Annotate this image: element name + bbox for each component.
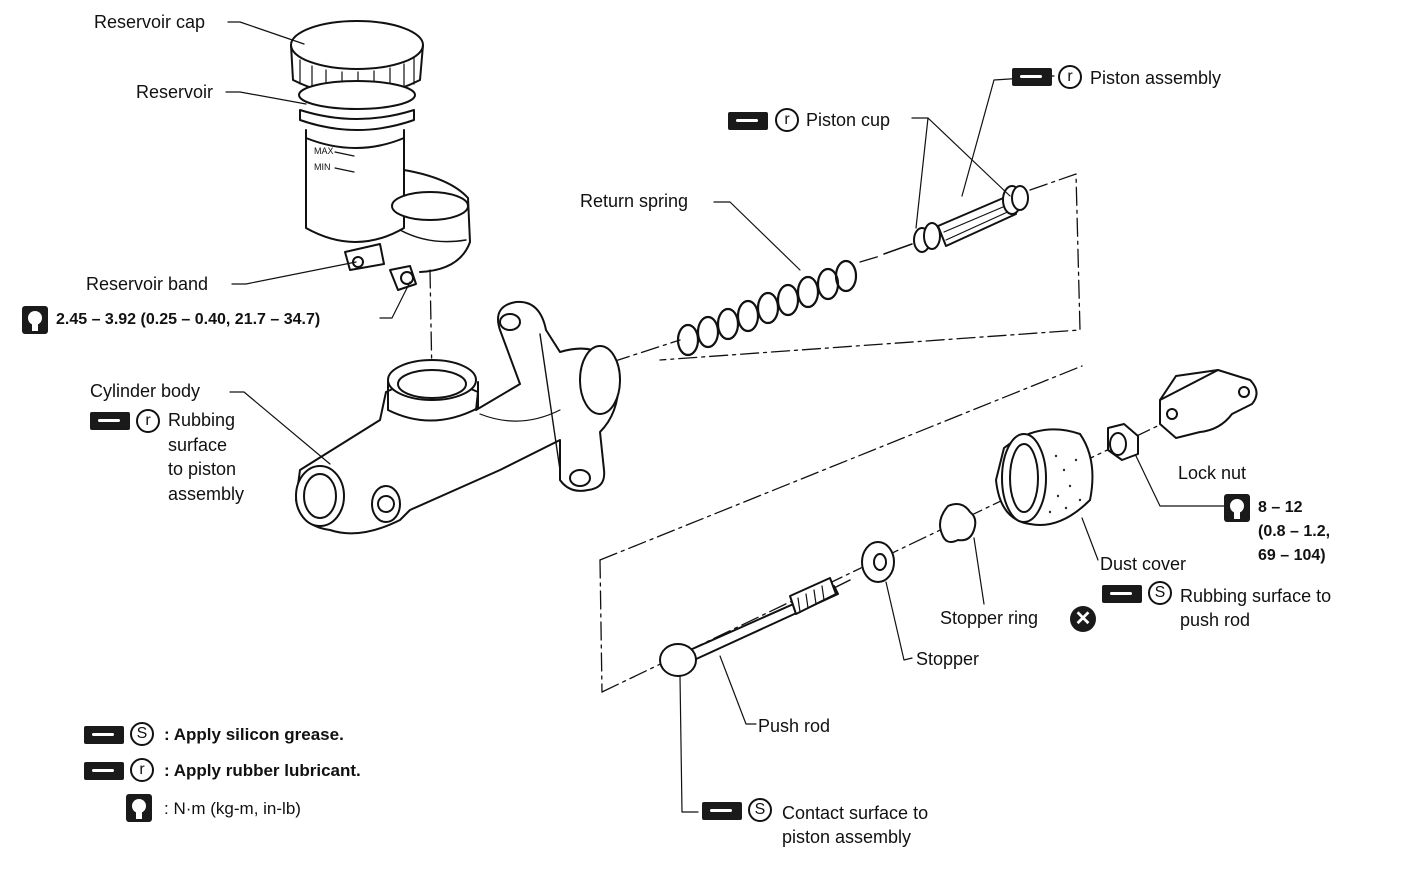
torque-wrench-icon bbox=[126, 794, 152, 822]
replace-part-icon: ✕ bbox=[1070, 606, 1096, 632]
label-cylinder-rubbing: Rubbing surface to piston assembly bbox=[168, 410, 245, 504]
label-push-rod-rubbing: Rubbing surface to push rod bbox=[1180, 586, 1332, 630]
grease-gun-icon bbox=[702, 802, 742, 820]
label-min-mark: MIN bbox=[314, 162, 331, 172]
grease-gun-icon bbox=[1102, 585, 1142, 603]
rubber-lubricant-icon: r bbox=[136, 409, 160, 433]
grease-gun-icon bbox=[90, 412, 130, 430]
silicon-grease-icon: S bbox=[748, 798, 772, 822]
label-cylinder-body: Cylinder body bbox=[90, 381, 201, 401]
reservoir bbox=[299, 109, 471, 291]
reservoir-cap bbox=[290, 20, 424, 110]
label-return-spring: Return spring bbox=[580, 191, 689, 211]
cylinder-body bbox=[295, 300, 621, 535]
label-push-rod: Push rod bbox=[758, 716, 831, 736]
leader-lines bbox=[225, 21, 1225, 813]
torque-wrench-icon bbox=[22, 306, 48, 334]
legend-rubber: : Apply rubber lubricant. bbox=[164, 761, 361, 780]
return-spring bbox=[676, 259, 858, 357]
clevis bbox=[1159, 369, 1258, 439]
label-piston-cup: Piston cup bbox=[806, 110, 891, 130]
label-stopper: Stopper bbox=[916, 649, 980, 669]
grease-gun-icon bbox=[1012, 68, 1052, 86]
legend-torque: : N·m (kg-m, in-lb) bbox=[164, 799, 301, 818]
label-reservoir-cap: Reservoir cap bbox=[94, 12, 206, 32]
lock-nut bbox=[1107, 423, 1139, 461]
grease-gun-icon bbox=[728, 112, 768, 130]
label-band-torque: 2.45 – 3.92 (0.25 – 0.40, 21.7 – 34.7) bbox=[56, 311, 321, 328]
piston-assembly bbox=[883, 185, 1029, 255]
label-max-mark: MAX bbox=[314, 146, 334, 156]
stopper bbox=[861, 541, 895, 583]
label-lock-nut-torque: 8 – 12 (0.8 – 1.2, 69 – 104) bbox=[1258, 499, 1331, 564]
silicon-grease-icon: S bbox=[1148, 581, 1172, 605]
rubber-lubricant-icon: r bbox=[130, 758, 154, 782]
label-reservoir-band: Reservoir band bbox=[86, 274, 209, 294]
stopper-ring bbox=[939, 503, 977, 543]
push-rod bbox=[659, 577, 851, 677]
rubber-lubricant-icon: r bbox=[775, 108, 799, 132]
label-stopper-ring: Stopper ring bbox=[940, 608, 1039, 628]
rubber-lubricant-icon: r bbox=[1058, 65, 1082, 89]
dust-cover bbox=[995, 428, 1094, 526]
label-piston-assembly: Piston assembly bbox=[1090, 68, 1222, 88]
grease-gun-icon bbox=[84, 726, 124, 744]
legend-silicon: : Apply silicon grease. bbox=[164, 725, 344, 744]
label-lock-nut: Lock nut bbox=[1178, 463, 1247, 483]
label-reservoir: Reservoir bbox=[136, 82, 214, 102]
silicon-grease-icon: S bbox=[130, 722, 154, 746]
torque-wrench-icon bbox=[1224, 494, 1250, 522]
label-dust-cover: Dust cover bbox=[1100, 554, 1187, 574]
label-contact-surface: Contact surface to piston assembly bbox=[782, 803, 929, 847]
grease-gun-icon bbox=[84, 762, 124, 780]
